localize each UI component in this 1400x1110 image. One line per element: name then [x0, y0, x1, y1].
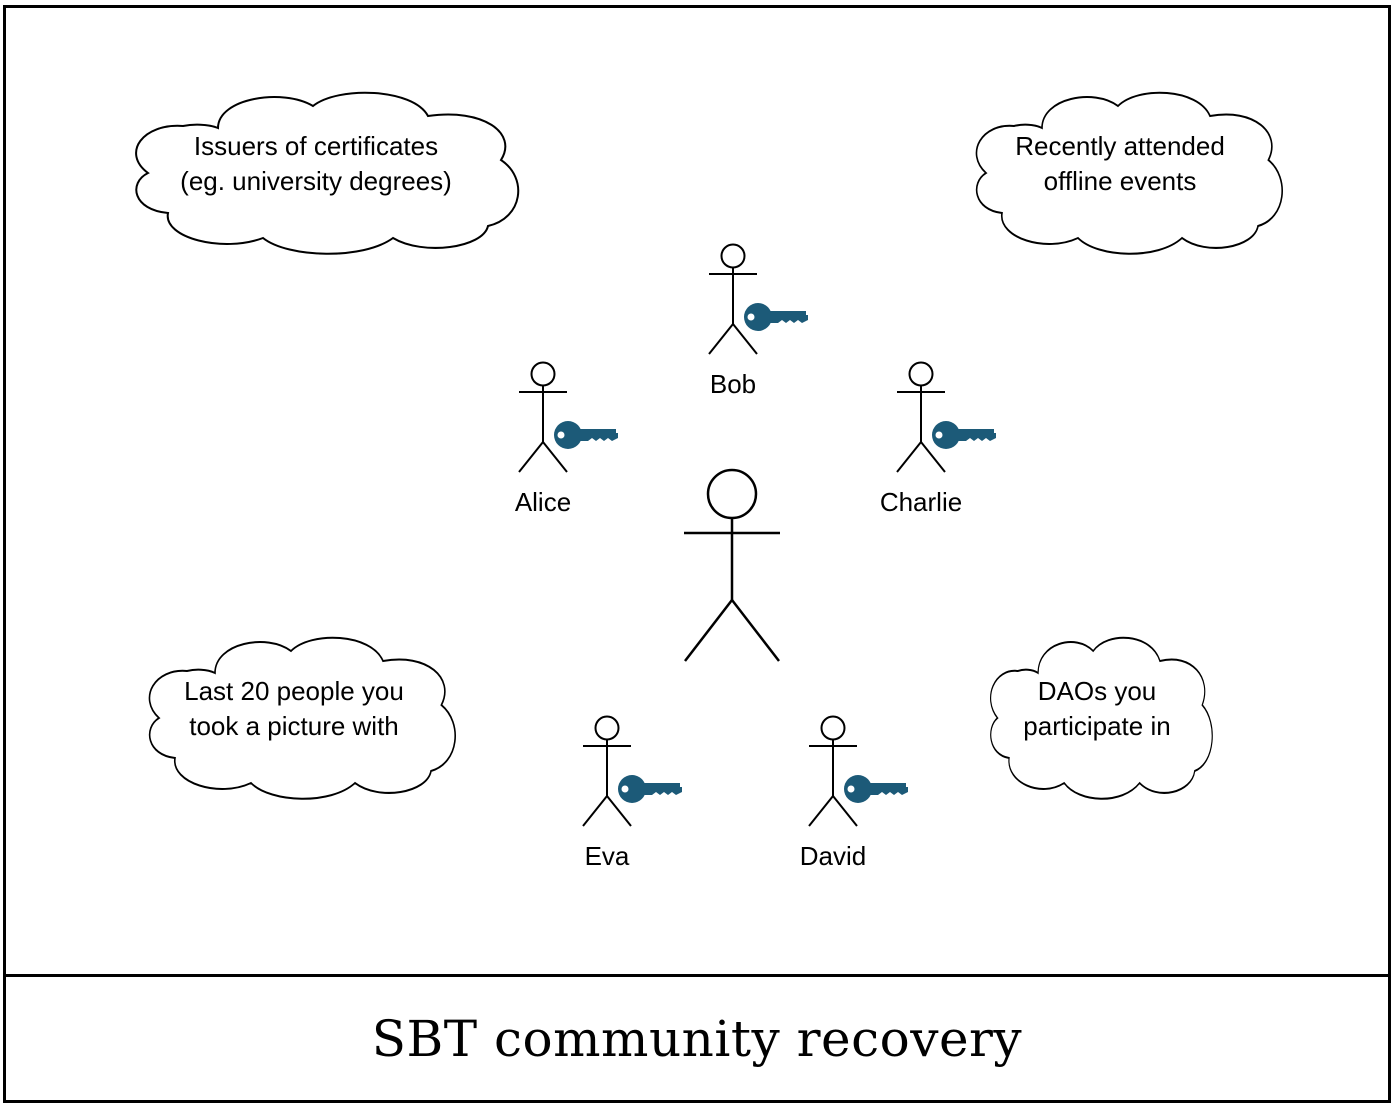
- caption-box: SBT community recovery: [6, 974, 1388, 1100]
- cloud-text-line2: took a picture with: [189, 711, 399, 741]
- diagram-area: Issuers of certificates (eg. university …: [6, 8, 1388, 974]
- person-icon: [518, 361, 568, 473]
- guardian-name: Alice: [515, 487, 571, 517]
- guardian-eva: Eva: [582, 715, 682, 871]
- guardian-name: Charlie: [880, 487, 962, 517]
- figure-frame: Issuers of certificates (eg. university …: [3, 5, 1391, 1103]
- guardian-bob: Bob: [708, 243, 808, 399]
- key-icon: [844, 775, 908, 803]
- guardian-charlie: Charlie: [880, 361, 996, 517]
- person-icon: [582, 715, 632, 827]
- guardian-alice: Alice: [515, 361, 618, 517]
- guardian-david: David: [800, 715, 908, 871]
- cloud-offline-events: Recently attended offline events: [975, 91, 1284, 255]
- person-icon: [808, 715, 858, 827]
- key-icon: [618, 775, 682, 803]
- key-icon: [744, 303, 808, 331]
- figure-caption: SBT community recovery: [371, 1009, 1023, 1068]
- person-icon: [896, 361, 946, 473]
- key-icon: [554, 421, 618, 449]
- cloud-text-line1: Issuers of certificates: [194, 131, 438, 161]
- key-icon: [932, 421, 996, 449]
- cloud-certificate-issuers: Issuers of certificates (eg. university …: [135, 91, 520, 255]
- cloud-recent-photos: Last 20 people you took a picture with: [148, 636, 457, 800]
- central-user-person-icon: [684, 468, 780, 662]
- cloud-daos: DAOs you participate in: [989, 636, 1214, 800]
- cloud-text-line1: Recently attended: [1015, 131, 1225, 161]
- person-icon: [708, 243, 758, 355]
- cloud-text-line2: (eg. university degrees): [180, 166, 452, 196]
- cloud-text-line2: participate in: [1023, 711, 1170, 741]
- guardian-name: Eva: [585, 841, 630, 871]
- cloud-text-line1: DAOs you: [1038, 676, 1157, 706]
- guardian-name: Bob: [710, 369, 756, 399]
- guardian-name: David: [800, 841, 866, 871]
- cloud-text-line1: Last 20 people you: [184, 676, 404, 706]
- cloud-text-line2: offline events: [1044, 166, 1197, 196]
